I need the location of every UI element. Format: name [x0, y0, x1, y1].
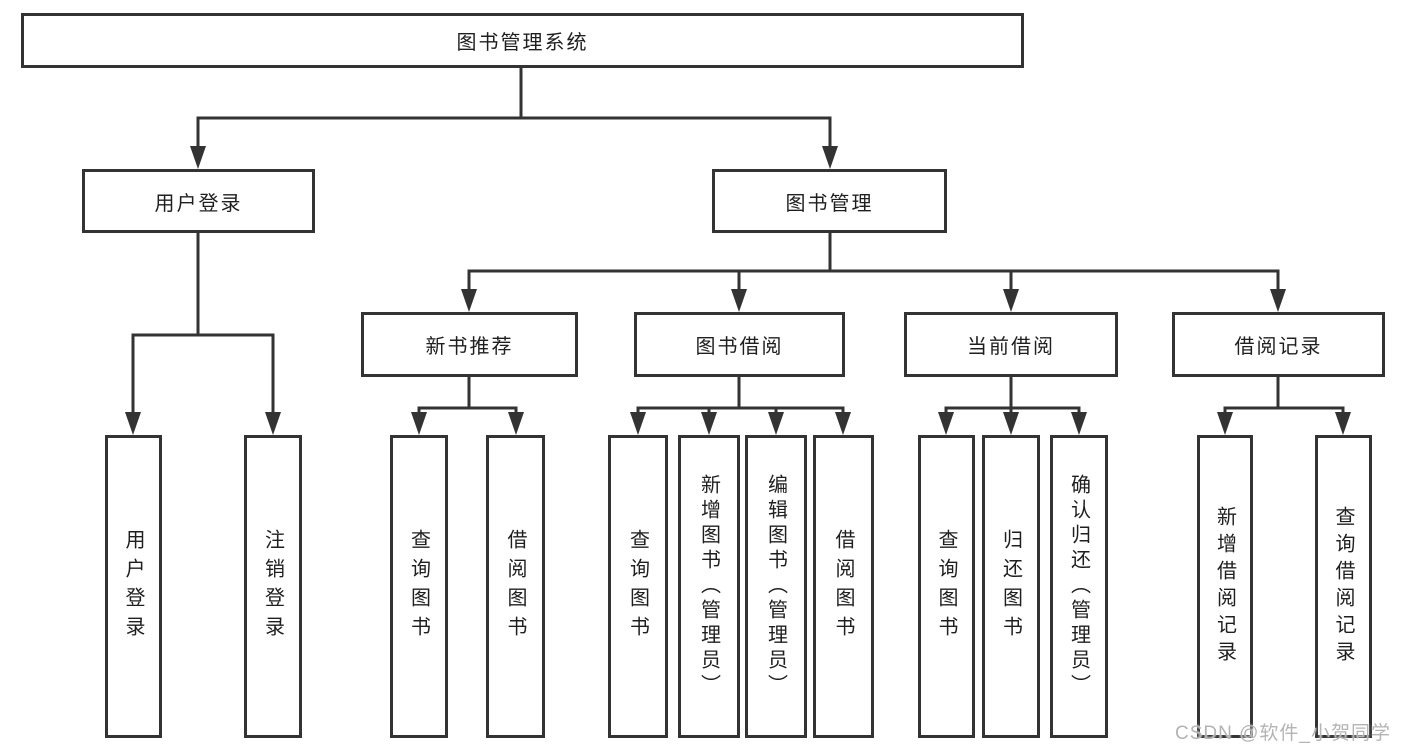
leaf-borrow-borrow-books: 借阅图书 — [813, 435, 874, 738]
node-borrow-records: 借阅记录 — [1172, 312, 1385, 377]
node-book-management: 图书管理 — [712, 169, 947, 233]
leaf-recommend-query-books: 查询图书 — [390, 435, 448, 738]
node-root: 图书管理系统 — [21, 13, 1024, 68]
node-current-borrow: 当前借阅 — [904, 312, 1118, 377]
node-new-book-recommend: 新书推荐 — [361, 312, 578, 377]
leaf-borrow-query-books: 查询图书 — [608, 435, 668, 738]
leaf-records-query-record: 查询借阅记录 — [1315, 435, 1372, 738]
leaf-recommend-borrow-books: 借阅图书 — [486, 435, 545, 738]
csdn-watermark: CSDN @软件_小贺同学 — [1175, 723, 1391, 744]
leaf-records-add-record: 新增借阅记录 — [1197, 435, 1253, 738]
leaf-borrow-add-books-admin: 新增图书（管理员） — [678, 435, 740, 738]
leaf-user-login: 用户登录 — [105, 435, 162, 738]
leaf-current-confirm-return-admin: 确认归还（管理员） — [1050, 435, 1108, 738]
leaf-logout: 注销登录 — [244, 435, 302, 738]
leaf-borrow-edit-books-admin: 编辑图书（管理员） — [745, 435, 807, 738]
node-book-borrow: 图书借阅 — [634, 312, 845, 377]
leaf-current-return-books: 归还图书 — [982, 435, 1040, 738]
leaf-current-query-books: 查询图书 — [918, 435, 975, 738]
node-user-login: 用户登录 — [82, 169, 315, 233]
